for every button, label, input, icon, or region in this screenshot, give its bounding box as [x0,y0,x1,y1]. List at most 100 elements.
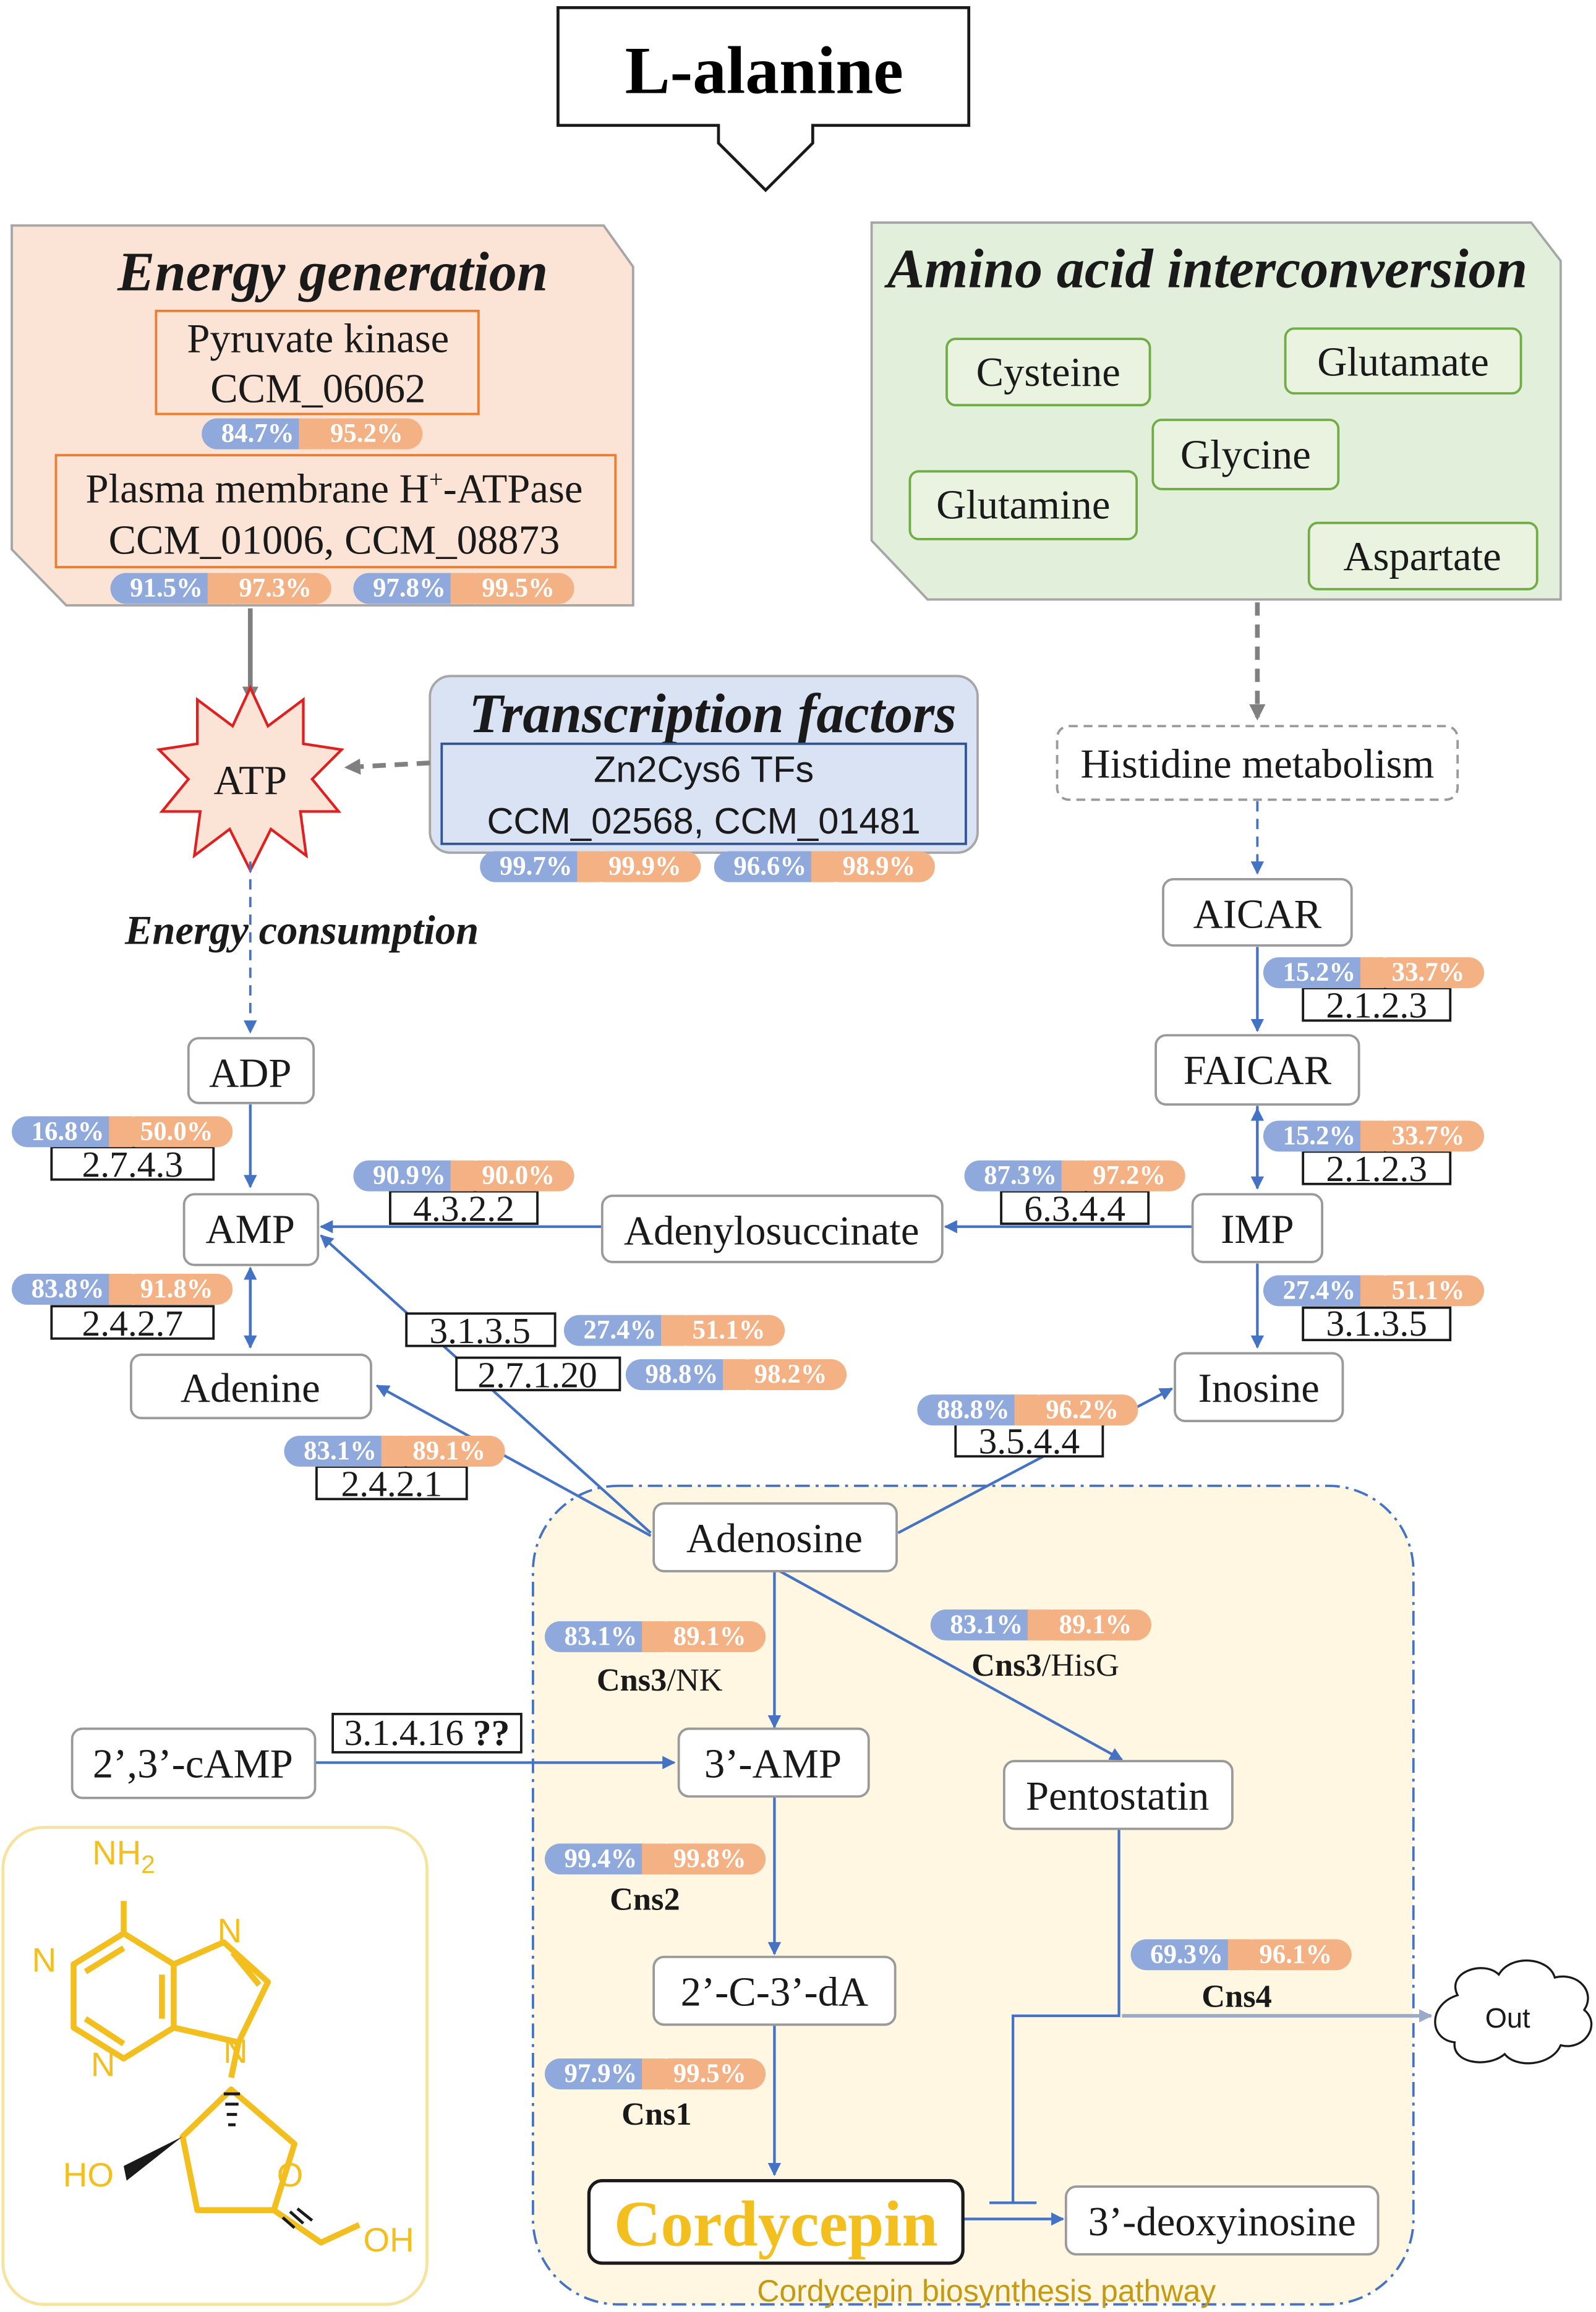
ec-camp-amp3: 3.1.4.16 ?? [344,1712,510,1753]
energy-consumption-label: Energy consumption [124,908,479,953]
pct-value-left: 91.5% [130,574,203,603]
pct-value-right: 99.5% [673,2059,746,2088]
o-label: O [277,2156,304,2194]
pct-faicar-imp: 15.2%33.7% [1263,1120,1485,1152]
pct-amp-adenosine-b: 98.8% 98.2% [625,1359,847,1391]
pct-adp-amp: 16.8%50.0% [12,1116,233,1148]
pct-atpase-a: 91.5%97.3% [110,573,331,604]
amp3-label: 3’-AMP [704,1741,842,1786]
histidine-node: Histidine metabolism [1056,725,1459,801]
pct-value-right: 96.2% [1046,1395,1119,1424]
pct-value-right: 33.7% [1392,958,1465,987]
pct-value-left: 97.9% [565,2059,638,2088]
pct-value-right: 89.1% [1059,1610,1132,1639]
amp-node: AMP [182,1193,320,1266]
faicar-node: FAICAR [1154,1034,1360,1106]
nh2-label: NH2 [92,1833,155,1879]
pyruvate-kinase-box [155,309,480,416]
pct-value-left: 98.8% [645,1360,718,1389]
cordycepin-label: Cordycepin [614,2188,938,2259]
glutamine-box [908,470,1138,540]
cordycepin-pathway-region: Cordycepin biosynthesis pathway [532,1484,1415,2308]
pct-adenosine-inosine: 88.8%96.2% [917,1394,1138,1426]
adenine-node: Adenine [130,1354,372,1420]
tf-genes: CCM_02568, CCM_01481 [487,800,920,842]
atpase-genes: CCM_01006, CCM_08873 [109,518,560,563]
pct-value-left: 83.1% [565,1622,638,1651]
pct-value-right: 50.0% [140,1117,213,1146]
pct-amp-adenine: 83.8% 91.8% [12,1273,233,1305]
adenosine-node: Adenosine [652,1502,898,1572]
pct-value-right: 98.2% [754,1360,827,1389]
pct-value-left: 15.2% [1282,958,1355,987]
cysteine-box [945,338,1151,407]
pct-tf-b: 96.6%98.9% [714,851,935,882]
ec-box-camp-amp3 [331,1712,523,1754]
tf-label: Zn2Cys6 TFs [594,749,814,790]
pct-value-left: 83.1% [950,1610,1023,1639]
pct-value-right: 98.9% [843,852,916,881]
histidine-label: Histidine metabolism [1080,742,1434,787]
ec-imp-adenylo: 6.3.4.4 [1024,1188,1125,1229]
pct-tf-a: 99.7%99.9% [480,851,701,882]
pct-value-left: 97.8% [373,574,446,603]
pct-pyruvate-kinase: 84.7%95.2% [202,418,423,450]
ec-box-faicar-imp [1302,1150,1452,1185]
glycine-box [1151,419,1340,490]
out-label: Out [1485,2002,1530,2034]
n7-label: N [218,1911,242,1950]
aicar-label: AICAR [1193,892,1322,937]
adenylosuccinate-label: Adenylosuccinate [624,1208,920,1253]
c3da-label: 2’-C-3’-dA [681,1969,869,2015]
ec-adenosine-adenine: 2.4.2.1 [341,1464,443,1504]
pct-value-right: 96.1% [1259,1940,1332,1969]
tf-box [440,742,967,845]
camp-label: 2’,3’-cAMP [93,1741,293,1786]
ec-amp-adenosine-b: 2.7.1.20 [477,1354,597,1395]
pct-value-left: 83.8% [32,1274,105,1303]
ec-faicar-imp: 2.1.2.3 [1326,1148,1427,1189]
energy-generation-panel: Energy generation Pyruvate kinase CCM_06… [11,224,634,607]
pct-adenylo-amp: 90.9%90.0% [353,1160,574,1192]
pct-cns4: 69.3%96.1% [1130,1939,1352,1971]
pct-value-right: 91.8% [140,1274,213,1303]
pct-amp-adenosine-a: 27.4%51.1% [563,1315,785,1346]
cns4-label: Cns4 [1201,1979,1272,2015]
pct-imp-inosine: 27.4%51.1% [1263,1275,1485,1307]
amino-acid-title: Amino acid interconversion [884,237,1527,300]
cysteine-label: Cysteine [976,350,1120,395]
atpase-box [54,454,617,569]
cordycepin-structure: NH2 N N N N HO O OH [1,1825,429,2306]
pct-value-left: 27.4% [583,1316,656,1345]
adp-node: ADP [187,1037,315,1104]
imp-node: IMP [1191,1193,1324,1263]
ec-box-amp-adenine [50,1305,215,1340]
pct-value-left: 90.9% [373,1161,446,1190]
aspartate-label: Aspartate [1343,534,1501,579]
pyruvate-kinase-gene: CCM_06062 [210,366,425,411]
pct-aicar-faicar: 15.2% 33.7% [1263,957,1485,989]
ec-box-amp-adenosine-a [405,1312,557,1347]
pct-atpase-b: 97.8%99.5% [353,573,574,604]
aspartate-box [1307,521,1538,591]
pct-cns3-nk: 83.1% 89.1% [544,1621,766,1652]
ec-adenosine-inosine: 3.5.4.4 [978,1420,1080,1461]
ec-amp-adenosine-a: 3.1.3.5 [429,1310,531,1351]
cns2-label: Cns2 [610,1882,680,1917]
page-title: L-alanine [625,32,903,108]
adenosine-label: Adenosine [686,1516,863,1561]
pct-value-left: 99.4% [565,1845,638,1874]
pct-value-right: 89.1% [673,1622,746,1651]
adp-label: ADP [209,1051,291,1096]
pct-value-right: 33.7% [1392,1121,1465,1150]
inosine-node: Inosine [1174,1352,1344,1422]
pct-value-right: 99.9% [608,852,681,881]
deoxyinosine-label: 3’-deoxyinosine [1088,2199,1356,2245]
ec-box-adenosine-adenine [315,1465,468,1501]
pyruvate-kinase-label: Pyruvate kinase [187,316,449,361]
pct-imp-adenylo: 87.3%97.2% [964,1160,1185,1192]
atpase-label: Plasma membrane H+-ATPase [85,466,582,512]
pct-cns2: 99.4%99.8% [544,1843,766,1875]
glutamine-label: Glutamine [936,483,1110,528]
atp-node: ATP [156,685,344,874]
